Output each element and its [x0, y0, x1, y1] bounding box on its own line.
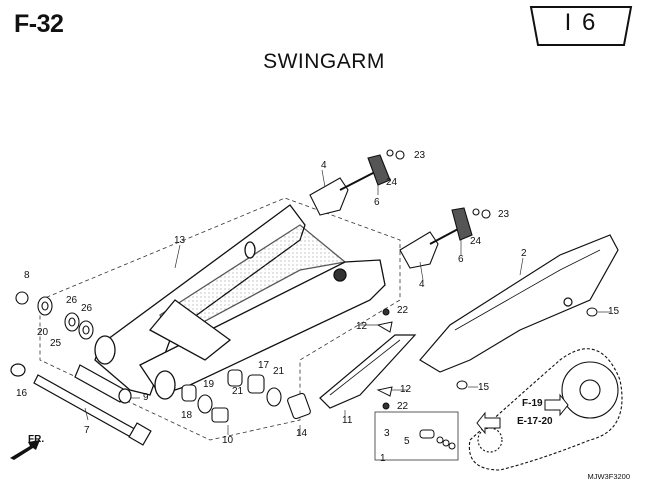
callout-15-lower: 15 — [478, 382, 490, 393]
callout-5: 5 — [404, 436, 410, 447]
callout-17: 17 — [258, 360, 270, 371]
drive-chain — [468, 348, 623, 471]
chain-case — [419, 234, 619, 373]
callout-15-upper: 15 — [608, 306, 620, 317]
section-badge — [529, 6, 633, 46]
callout-18: 18 — [181, 410, 193, 421]
callout-12-upper: 12 — [356, 321, 368, 332]
section-number: I 6 — [564, 9, 598, 36]
callout-21-right: 21 — [273, 366, 285, 377]
callout-11: 11 — [342, 415, 353, 426]
pivot-bushings — [181, 369, 311, 423]
swingarm-body — [94, 204, 386, 400]
callout-4-lower: 4 — [419, 279, 425, 290]
callout-8: 8 — [24, 270, 30, 281]
reference-arrows — [476, 393, 569, 435]
fasteners — [376, 307, 598, 410]
callout-23-upper: 23 — [414, 150, 426, 161]
page-title: SWINGARM — [263, 50, 385, 73]
callout-24-lower: 24 — [470, 236, 482, 247]
left-bearing-stack — [15, 291, 94, 340]
callout-22-lower: 22 — [397, 401, 409, 412]
callout-6-lower: 6 — [458, 254, 464, 265]
chain-adjuster-lower — [399, 207, 491, 269]
callout-2: 2 — [521, 248, 527, 259]
callout-3: 3 — [384, 428, 390, 439]
chain-adjuster-upper — [309, 149, 405, 216]
chain-joint-kit — [419, 429, 456, 450]
callout-24-upper: 24 — [386, 177, 398, 188]
callout-1: 1 — [380, 453, 386, 464]
leader-lines — [84, 169, 610, 435]
figure-code: F-32 — [14, 10, 64, 38]
callout-26-left: 26 — [66, 295, 78, 306]
direction-label: FR. — [28, 434, 45, 445]
callout-22-upper: 22 — [397, 305, 409, 316]
callout-10: 10 — [222, 435, 234, 446]
callout-25: 25 — [50, 338, 62, 349]
chain-kit-box — [374, 411, 459, 461]
callout-21-left: 21 — [232, 386, 244, 397]
pivot-bolt — [10, 363, 152, 446]
chain-slider — [319, 334, 417, 409]
callout-23-lower: 23 — [498, 209, 510, 220]
callout-12-lower: 12 — [400, 384, 412, 395]
callout-9: 9 — [143, 392, 149, 403]
front-arrow-icon — [10, 440, 40, 460]
callout-14: 14 — [296, 428, 308, 439]
image-code: MJW3F3200 — [587, 472, 630, 481]
callout-6-upper: 6 — [374, 197, 380, 208]
callout-4-upper: 4 — [321, 160, 327, 171]
callout-20: 20 — [37, 327, 49, 338]
reference-f19: F-19 — [522, 398, 543, 409]
reference-e17-20: E-17-20 — [517, 416, 553, 427]
callout-26-right: 26 — [81, 303, 93, 314]
callout-19: 19 — [203, 379, 215, 390]
callout-7: 7 — [84, 425, 90, 436]
callout-13: 13 — [174, 235, 186, 246]
pivot-collar — [74, 364, 132, 404]
callout-16: 16 — [16, 388, 28, 399]
swingarm-group-outline — [39, 197, 401, 441]
